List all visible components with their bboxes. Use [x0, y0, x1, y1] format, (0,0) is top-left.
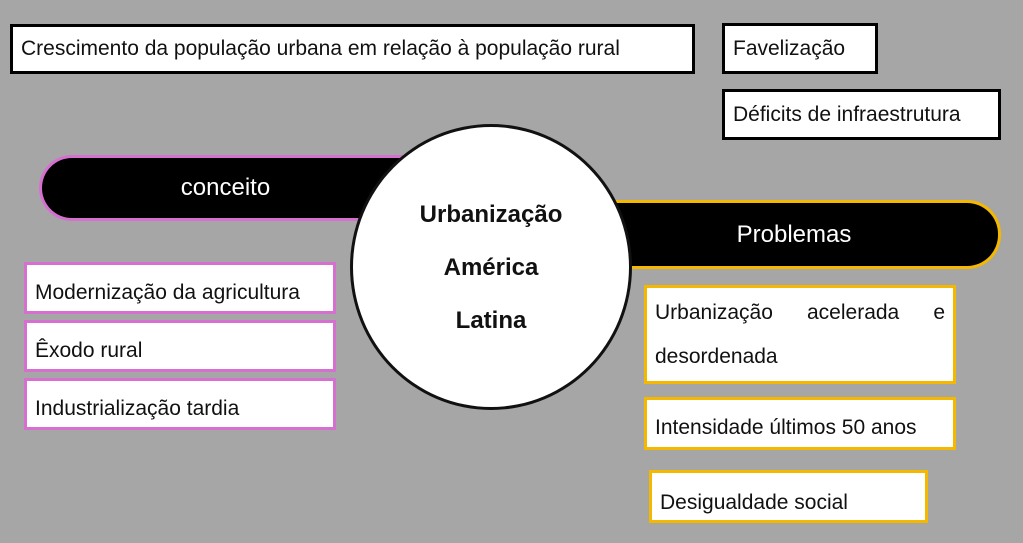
conceito-pill: conceito: [39, 155, 429, 221]
item-text: Desigualdade social: [660, 490, 848, 514]
problemas-item: Desigualdade social: [649, 470, 928, 523]
item-text: Industrialização tardia: [35, 397, 240, 420]
item-text: Urbanização acelerada e desordenada: [655, 300, 945, 368]
note-deficits: Déficits de infraestrutura: [722, 89, 1001, 140]
conceito-item: Modernização da agricultura: [24, 262, 336, 314]
note-favelizacao: Favelização: [722, 23, 878, 74]
problemas-item: Intensidade últimos 50 anos: [644, 397, 956, 450]
item-text: Êxodo rural: [35, 339, 143, 362]
center-line: Latina: [455, 306, 527, 334]
conceito-label: conceito: [180, 174, 271, 201]
problemas-label: Problemas: [736, 220, 852, 248]
note-text: Crescimento da população urbana em relaç…: [21, 37, 620, 60]
problemas-item: Urbanização acelerada e desordenada: [644, 285, 956, 384]
note-crescimento: Crescimento da população urbana em relaç…: [10, 24, 695, 74]
note-text: Favelização: [733, 36, 846, 60]
central-topic-circle: Urbanização América Latina: [350, 124, 632, 410]
problemas-pill: Problemas: [590, 200, 1001, 269]
item-text: Modernização da agricultura: [35, 281, 300, 304]
center-line: Urbanização: [419, 200, 563, 228]
conceito-item: Êxodo rural: [24, 320, 336, 372]
note-text: Déficits de infraestrutura: [733, 102, 961, 126]
item-text: Intensidade últimos 50 anos: [655, 415, 917, 439]
conceito-item: Industrialização tardia: [24, 378, 336, 430]
center-line: América: [443, 253, 539, 281]
